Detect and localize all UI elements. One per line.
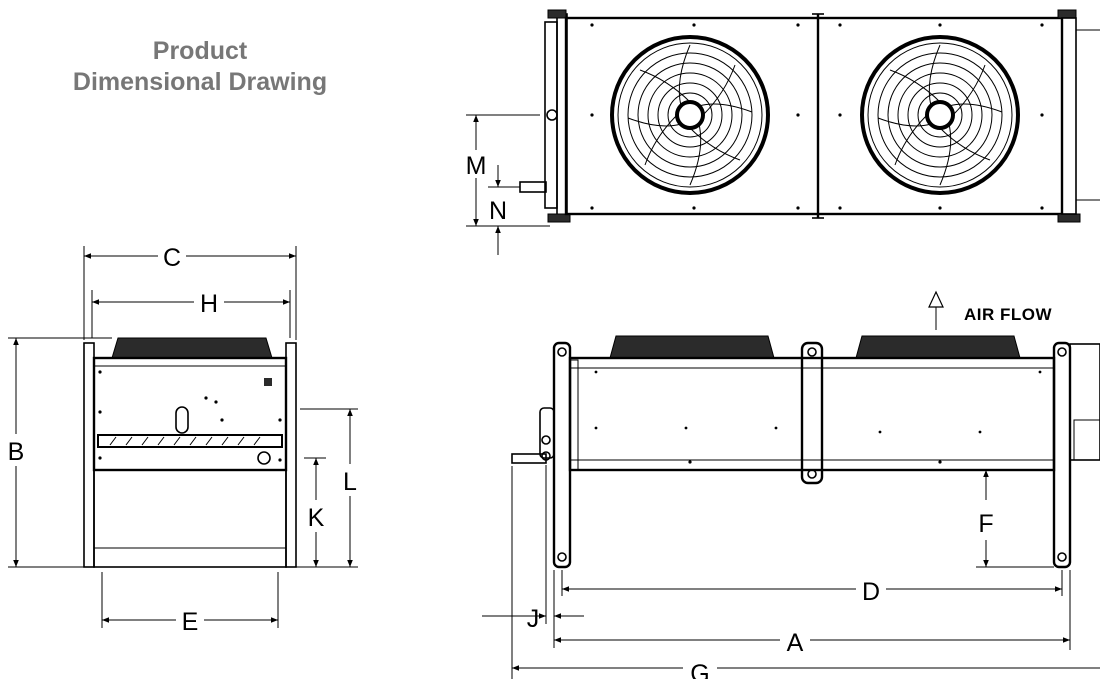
top-view-fitting (546, 109, 558, 121)
side-view-left-leg (552, 341, 572, 569)
dimension-label-e: E (182, 608, 199, 636)
end-view-header (97, 434, 283, 448)
top-view-foot-br (1057, 213, 1081, 223)
airflow-label: AIR FLOW (964, 305, 1052, 324)
dimension-label-k: K (308, 504, 325, 532)
end-view-legs (93, 469, 287, 568)
dimension-label-b: B (8, 438, 25, 466)
top-view-rivets (590, 23, 1044, 210)
top-view-foot-tl (547, 9, 567, 19)
end-view: C H B E L K (2, 240, 364, 636)
top-view-right-bracket (1061, 17, 1077, 215)
title-line-2: Dimensional Drawing (72, 68, 328, 96)
fan-guard-1 (610, 35, 770, 195)
end-view-left-post (83, 342, 95, 568)
title-line-1: Product (152, 37, 248, 65)
side-view: AIR FLOW F (482, 290, 1100, 679)
end-view-fitting (175, 406, 189, 434)
top-view-foot-tr (1057, 9, 1077, 19)
side-view-right-leg (1052, 341, 1072, 569)
side-view-header (539, 407, 555, 459)
end-view-coil-casing (92, 356, 288, 472)
top-view-casing (564, 16, 1064, 216)
dimension-label-a: A (787, 629, 804, 657)
dimension-label-l: L (343, 468, 357, 496)
drawing-title: Product Dimensional Drawing (30, 36, 370, 98)
dimension-label-m: M (466, 152, 487, 180)
fan-guard-2 (860, 35, 1020, 195)
side-view-fan-shroud-2 (855, 335, 1021, 359)
side-view-fan-shroud-1 (609, 335, 775, 359)
dimension-label-f: F (978, 510, 993, 538)
top-view-foot-bl (547, 213, 571, 223)
dimension-label-d: D (862, 578, 880, 606)
top-view: M N (464, 9, 1100, 255)
end-view-fan-shroud (111, 337, 273, 359)
airflow-arrow (928, 290, 944, 330)
dimension-label-h: H (200, 290, 218, 318)
dimension-label-g: G (690, 660, 709, 679)
dimension-label-n: N (489, 197, 507, 225)
dimension-label-j: J (527, 605, 540, 633)
side-view-coil-casing (568, 356, 1056, 472)
dimension-label-c: C (163, 244, 181, 272)
side-view-connection-stub (511, 453, 547, 464)
end-view-right-post (285, 342, 297, 568)
top-view-connection-stub (519, 181, 547, 193)
side-view-middle-support (800, 341, 824, 485)
